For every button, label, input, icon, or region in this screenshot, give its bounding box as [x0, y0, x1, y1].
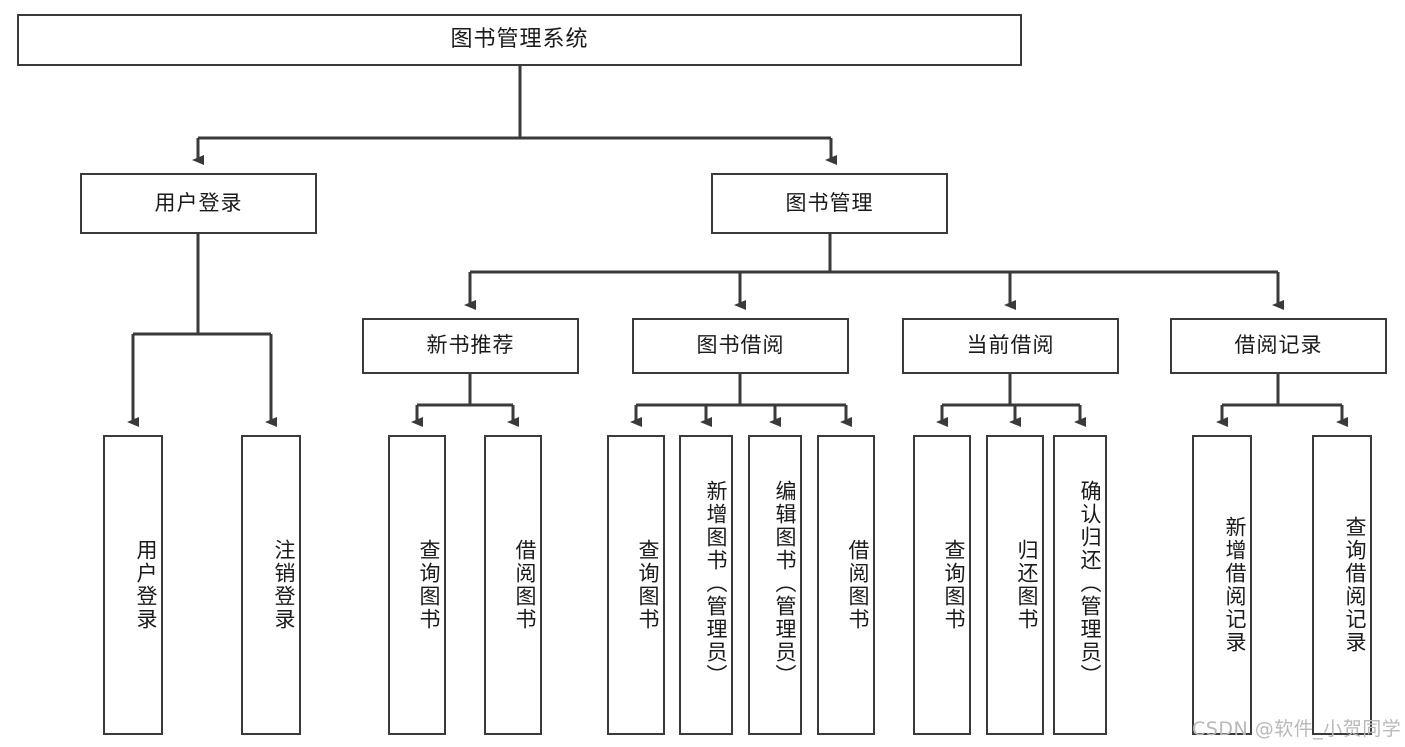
node-book-manage[interactable]: 图书管理 — [711, 173, 948, 234]
node-leaf-add-borrow-record-label: 新增借阅记录 — [1223, 516, 1247, 654]
node-leaf-query-borrow-record[interactable]: 查询借阅记录 — [1312, 435, 1372, 735]
node-leaf-query-borrow-record-label: 查询借阅记录 — [1343, 516, 1367, 654]
node-leaf-query-book-3[interactable]: 查询图书 — [913, 435, 971, 735]
node-current-borrow[interactable]: 当前借阅 — [902, 318, 1119, 374]
node-leaf-confirm-return-label: 确认归还（管理员） — [1078, 479, 1102, 687]
node-leaf-query-book-1[interactable]: 查询图书 — [388, 435, 446, 735]
node-leaf-add-borrow-record[interactable]: 新增借阅记录 — [1192, 435, 1252, 735]
node-leaf-borrow-book-1[interactable]: 借阅图书 — [484, 435, 542, 735]
node-leaf-query-book-2[interactable]: 查询图书 — [607, 435, 665, 735]
node-leaf-borrow-book-1-label: 借阅图书 — [513, 539, 537, 631]
node-current-borrow-label: 当前借阅 — [966, 333, 1055, 358]
node-leaf-user-login[interactable]: 用户登录 — [103, 435, 163, 735]
node-leaf-return-book-label: 归还图书 — [1015, 539, 1039, 631]
node-leaf-add-book[interactable]: 新增图书（管理员） — [679, 435, 733, 735]
node-borrow-record-label: 借阅记录 — [1234, 333, 1323, 358]
node-leaf-query-book-2-label: 查询图书 — [636, 539, 660, 631]
node-book-manage-label: 图书管理 — [785, 190, 874, 215]
node-leaf-edit-book[interactable]: 编辑图书（管理员） — [748, 435, 802, 735]
node-leaf-user-login-label: 用户登录 — [134, 539, 158, 631]
node-new-book-recommend[interactable]: 新书推荐 — [362, 318, 579, 374]
node-leaf-confirm-return[interactable]: 确认归还（管理员） — [1053, 435, 1107, 735]
node-user-login-label: 用户登录 — [154, 190, 243, 215]
node-borrow-record[interactable]: 借阅记录 — [1170, 318, 1387, 374]
node-leaf-return-book[interactable]: 归还图书 — [986, 435, 1044, 735]
node-leaf-user-logout-label: 注销登录 — [272, 539, 296, 631]
node-leaf-user-logout[interactable]: 注销登录 — [241, 435, 301, 735]
node-leaf-borrow-book-2[interactable]: 借阅图书 — [817, 435, 875, 735]
node-leaf-add-book-label: 新增图书（管理员） — [704, 479, 728, 687]
node-new-book-recommend-label: 新书推荐 — [426, 333, 515, 358]
node-root[interactable]: 图书管理系统 — [17, 14, 1022, 66]
node-book-borrow-label: 图书借阅 — [696, 333, 785, 358]
node-user-login[interactable]: 用户登录 — [80, 173, 317, 234]
node-root-label: 图书管理系统 — [450, 26, 589, 52]
node-book-borrow[interactable]: 图书借阅 — [632, 318, 849, 374]
node-leaf-query-book-1-label: 查询图书 — [417, 539, 441, 631]
node-leaf-borrow-book-2-label: 借阅图书 — [846, 539, 870, 631]
node-leaf-query-book-3-label: 查询图书 — [942, 539, 966, 631]
node-leaf-edit-book-label: 编辑图书（管理员） — [773, 479, 797, 687]
